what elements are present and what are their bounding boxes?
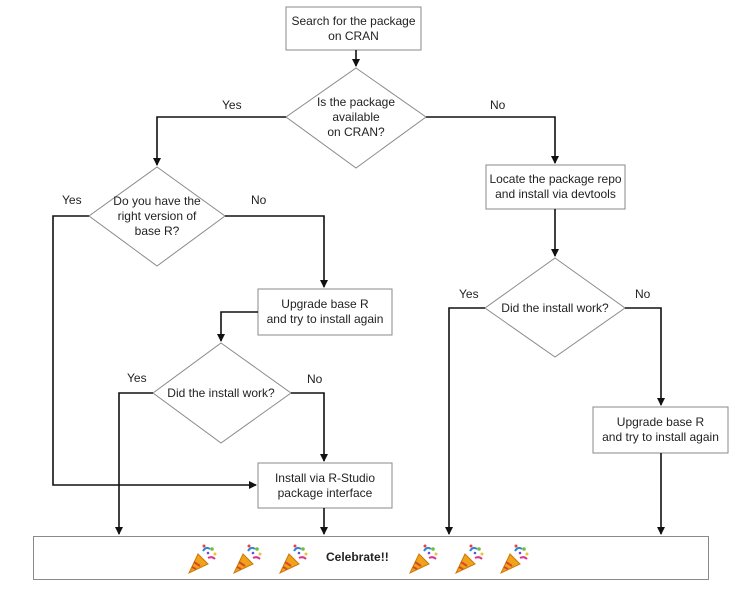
upgrade-left-text: Upgrade base R and try to install again [266,297,384,326]
label-work-right-no: No [635,287,651,301]
party-popper-icon [408,544,438,575]
party-popper-icon [278,544,308,575]
label-version-no: No [251,193,267,207]
label-cran-yes: Yes [222,98,242,112]
search-cran-text: Search for the package on CRAN [291,13,416,43]
edge-work-left-no [291,392,328,462]
right-version-text: Do you have the right version of base R? [113,193,201,238]
install-work-right-diamond [484,257,626,358]
locate-repo-box [485,164,626,210]
right-version-diamond [88,166,226,267]
available-cran-diamond [285,67,427,169]
available-cran-text: Is the package available on CRAN? [316,94,396,139]
install-work-left-text: Did the install work? [167,385,275,400]
upgrade-left-box [257,288,393,336]
label-work-right-yes: Yes [459,287,479,301]
install-work-left-diamond [152,342,292,444]
search-cran-box [285,6,422,51]
label-work-left-yes: Yes [127,371,147,385]
edge-available-no [426,116,559,164]
install-rstudio-text: Install via R-Studio package interface [274,470,376,500]
edge-version-yes [52,215,257,489]
party-popper-icon [232,544,262,575]
upgrade-right-text: Upgrade base R and try to install again [602,415,719,444]
upgrade-right-box [592,406,729,454]
celebrate-label: Celebrate!! [326,550,389,564]
edge-available-yes [153,116,286,166]
edge-work-right-yes [445,307,485,535]
locate-repo-text: Locate the package repo and install via … [489,172,622,201]
install-work-right-text: Did the install work? [501,300,609,315]
celebrate-box: Celebrate!! [33,536,709,580]
edge-version-no [225,215,328,288]
label-version-yes: Yes [62,193,82,207]
edge-work-right-no [625,307,665,406]
edge-work-left-yes [115,392,153,535]
edge-upgrade-left-to-work [217,311,258,342]
party-popper-icon [187,544,217,575]
install-rstudio-box [257,462,393,509]
label-cran-no: No [490,98,506,112]
party-popper-icon [454,544,484,575]
party-popper-icon [499,544,529,575]
label-work-left-no: No [307,372,323,386]
